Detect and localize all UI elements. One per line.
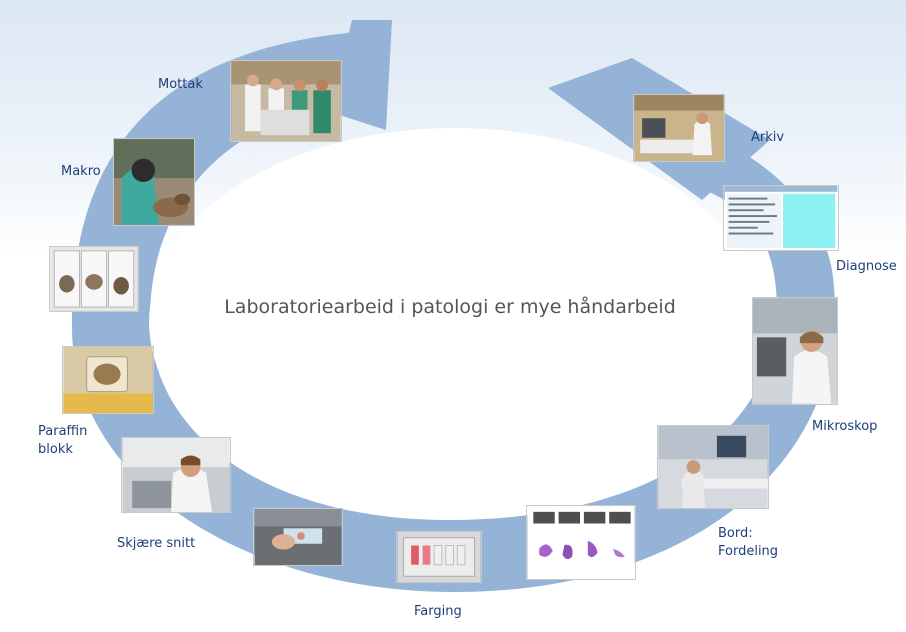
step-label-mikroskop: Mikroskop <box>812 419 878 434</box>
center-title: Laboratoriearbeid i patologi er mye hånd… <box>224 296 676 318</box>
step-label-skjaere-snitt: Skjære snitt <box>117 536 196 551</box>
archive-photo <box>633 94 725 162</box>
macro-dissection-photo <box>113 138 195 226</box>
diagnosis-screen-photo <box>723 185 839 251</box>
section-on-slide-photo <box>253 508 343 566</box>
step-label-mottak: Mottak <box>158 77 203 92</box>
step-label-farging: Farging <box>414 604 462 619</box>
step-label-paraffin-blokk: Paraffin blokk <box>38 424 88 457</box>
distribution-desk-photo <box>657 425 769 509</box>
microtome-cutting-photo <box>121 437 231 513</box>
step-label-bord-fordeling: Bord: Fordeling <box>718 526 779 559</box>
tissue-cassettes-photo <box>49 246 139 312</box>
arrowhead-top-icon <box>330 20 392 130</box>
step-label-makro: Makro <box>61 164 101 179</box>
step-label-diagnose: Diagnose <box>836 259 897 274</box>
microscope-photo <box>752 297 838 405</box>
step-label-arkiv: Arkiv <box>751 130 785 145</box>
paraffin-block-photo <box>62 346 154 414</box>
stained-slides-photo <box>526 505 636 580</box>
staff-with-cart-photo <box>230 60 342 142</box>
inner-ellipse <box>149 128 761 516</box>
staining-rack-photo <box>396 531 482 583</box>
